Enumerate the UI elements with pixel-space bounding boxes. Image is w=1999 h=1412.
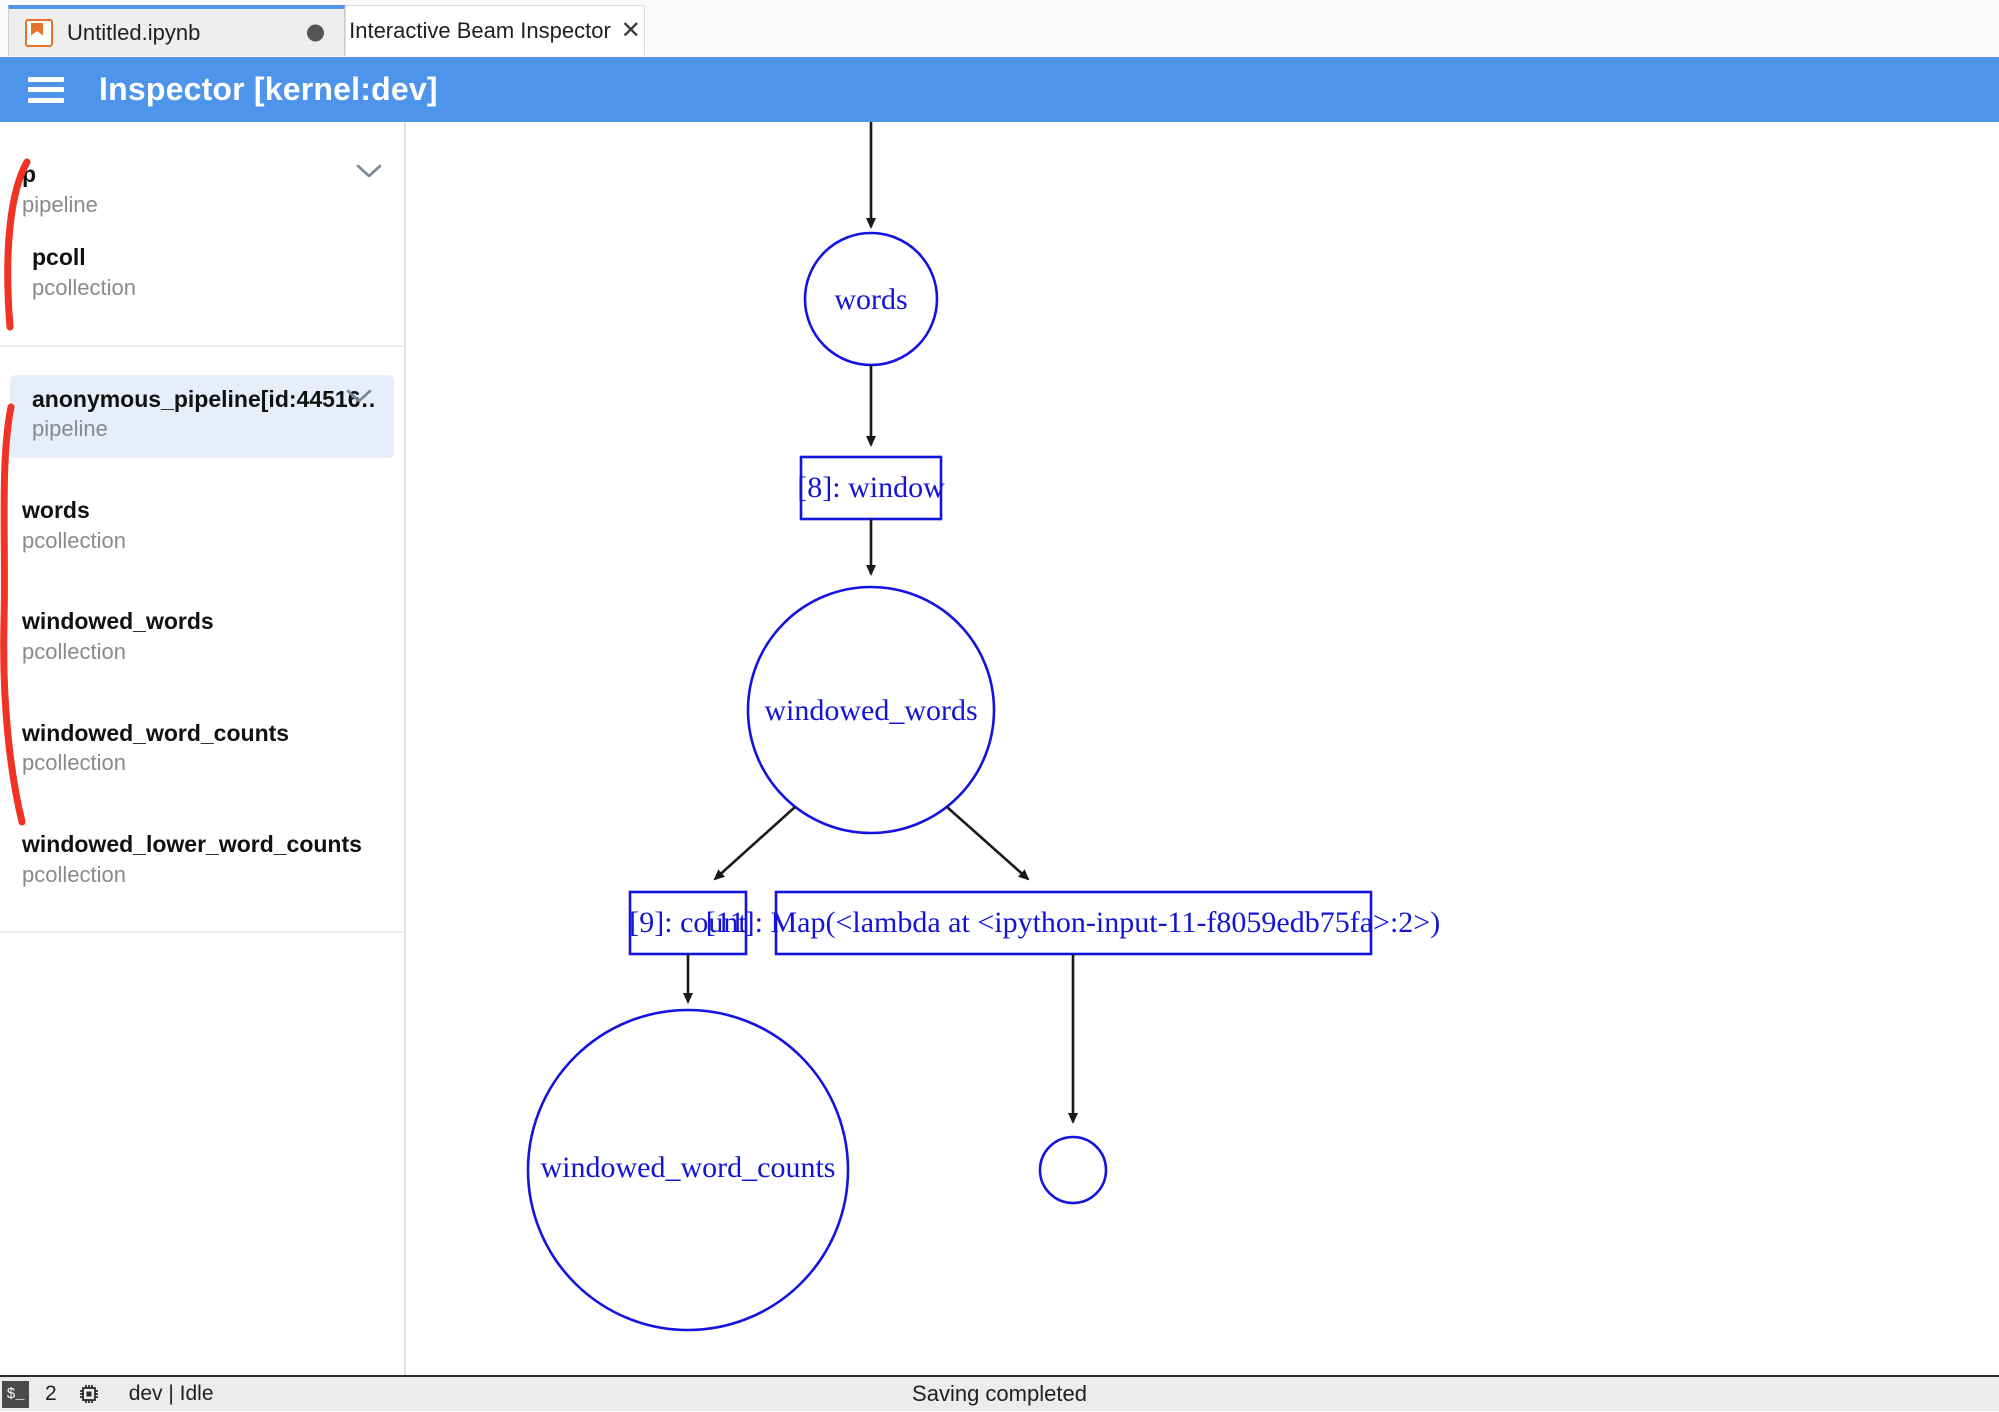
sidebar-item-label: pcoll (32, 244, 86, 271)
sidebar-item-label: p (22, 161, 37, 187)
app-header: Inspector [kernel:dev] (0, 57, 1999, 122)
sidebar-item-pcoll[interactable]: pcoll pcollection (0, 233, 404, 316)
sidebar-item-label: words (22, 497, 90, 524)
sidebar-item-spacer (0, 681, 404, 709)
sidebar-group-spacer (0, 347, 404, 375)
sidebar-group-spacer (0, 903, 404, 931)
graph-node-label: windowed_word_counts (541, 1151, 836, 1184)
tab-bar: Untitled.ipynb Interactive Beam Inspecto… (0, 0, 1999, 58)
graph-node-label: [9]: count (629, 906, 747, 939)
terminal-count: 2 (45, 1382, 57, 1405)
graph-node-windowed-word-counts[interactable] (526, 1008, 850, 1332)
chevron-down-icon[interactable] (356, 164, 382, 179)
unsaved-indicator-icon (307, 24, 324, 41)
pipeline-graph-panel[interactable]: words [8]: window windowed_words [9]: co… (408, 122, 1999, 1375)
terminal-icon[interactable]: $_ (2, 1380, 29, 1408)
hamburger-icon[interactable] (28, 76, 64, 103)
graph-node-label: [8]: window (797, 471, 945, 504)
sidebar-item-spacer (0, 569, 404, 597)
page-title: Inspector [kernel:dev] (99, 71, 438, 107)
hamburger-bar (28, 76, 64, 82)
graph-node-label: words (834, 283, 907, 316)
status-bar: $_ 2 dev | Idle Saving completed (0, 1375, 1999, 1411)
sidebar-divider (0, 931, 404, 934)
sidebar-item-label: windowed_word_counts (22, 719, 290, 746)
sidebar-item-windowed-lower-word-counts[interactable]: windowed_lower_word_counts pcollection (0, 820, 404, 903)
sidebar-item-type: pcollection (22, 527, 126, 553)
sidebar-item-words[interactable]: words pcollection (0, 486, 404, 569)
chip-icon[interactable] (77, 1382, 101, 1406)
edge-windowed-words-to-map (946, 806, 1030, 881)
sidebar-item-p[interactable]: p pipeline (0, 150, 404, 233)
pipeline-graph: words [8]: window windowed_words [9]: co… (526, 122, 1440, 1332)
sidebar-item-type: pcollection (32, 275, 136, 301)
sidebar-group-pipeline-p: p pipeline pcoll pcollection (0, 150, 404, 345)
notebook-icon (25, 18, 53, 47)
graph-node-label: windowed_words (764, 694, 977, 727)
sidebar-item-windowed-words[interactable]: windowed_words pcollection (0, 597, 404, 680)
sidebar-top-spacer (0, 122, 404, 150)
inspectable-list-sidebar[interactable]: p pipeline pcoll pcollection anonymous_p… (0, 122, 406, 1375)
sidebar-group-spacer (0, 317, 404, 345)
sidebar-item-type: pcollection (22, 750, 126, 776)
sidebar-item-type: pipeline (22, 191, 98, 217)
sidebar-item-label: windowed_words (22, 608, 214, 635)
kernel-status[interactable]: dev | Idle (128, 1382, 214, 1405)
edge-windowed-words-to-count (713, 806, 796, 881)
sidebar-item-spacer (0, 458, 404, 486)
tab-untitled-ipynb[interactable]: Untitled.ipynb (8, 5, 345, 56)
graph-node-windowed-words[interactable] (746, 585, 996, 835)
hamburger-bar (28, 97, 64, 103)
sidebar-item-type: pcollection (22, 639, 126, 665)
graph-node-label: [11]: Map(<lambda at <ipython-input-11-f… (706, 906, 1440, 939)
hamburger-bar (28, 87, 64, 92)
main-content: p pipeline pcoll pcollection anonymous_p… (0, 122, 1999, 1375)
sidebar-item-windowed-word-counts[interactable]: windowed_word_counts pcollection (0, 709, 404, 792)
sidebar-item-type: pipeline (32, 416, 108, 442)
tab-label: Untitled.ipynb (67, 19, 201, 45)
status-message: Saving completed (912, 1381, 1087, 1406)
tab-label: Interactive Beam Inspector (349, 17, 611, 43)
tab-interactive-beam-inspector[interactable]: Interactive Beam Inspector ✕ (345, 5, 645, 56)
close-icon[interactable]: ✕ (620, 16, 641, 44)
sidebar-item-label: windowed_lower_word_counts (22, 831, 362, 858)
sidebar-item-spacer (0, 792, 404, 820)
chevron-down-icon[interactable] (346, 389, 372, 404)
graph-node-output-small[interactable] (1038, 1135, 1108, 1205)
sidebar-item-anonymous-pipeline[interactable]: anonymous_pipeline[id:44516… pipeline (10, 374, 394, 459)
sidebar-group-pipeline-anonymous: anonymous_pipeline[id:44516… pipeline wo… (0, 344, 404, 932)
sidebar-item-type: pcollection (22, 861, 126, 887)
sidebar-item-label: anonymous_pipeline[id:44516… (32, 385, 376, 412)
